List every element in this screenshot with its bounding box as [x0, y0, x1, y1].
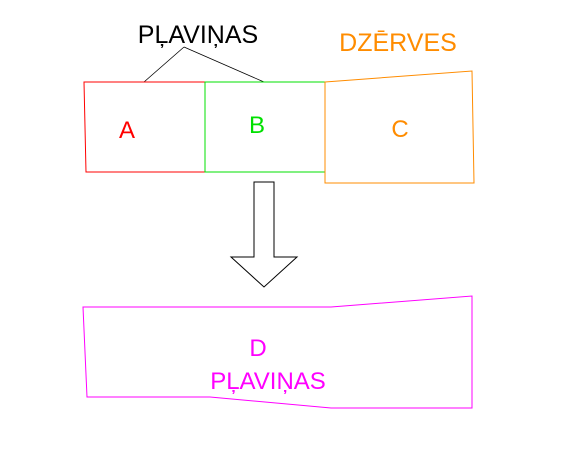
box-c	[324, 70, 475, 184]
label-d: D	[249, 335, 266, 362]
label-c: C	[391, 116, 408, 143]
label-a: A	[119, 117, 135, 144]
arrow-down-icon	[229, 181, 299, 288]
label-b: B	[249, 112, 265, 139]
connector-line-b	[183, 46, 265, 83]
label-d-sub: PĻAVIŅAS	[210, 368, 326, 395]
label-dzerves-group: DZĒRVES	[339, 29, 457, 57]
box-d	[82, 295, 473, 409]
label-plavinas-group: PĻAVIŅAS	[138, 21, 258, 49]
connector-line-a	[143, 46, 185, 83]
box-a	[83, 81, 206, 173]
